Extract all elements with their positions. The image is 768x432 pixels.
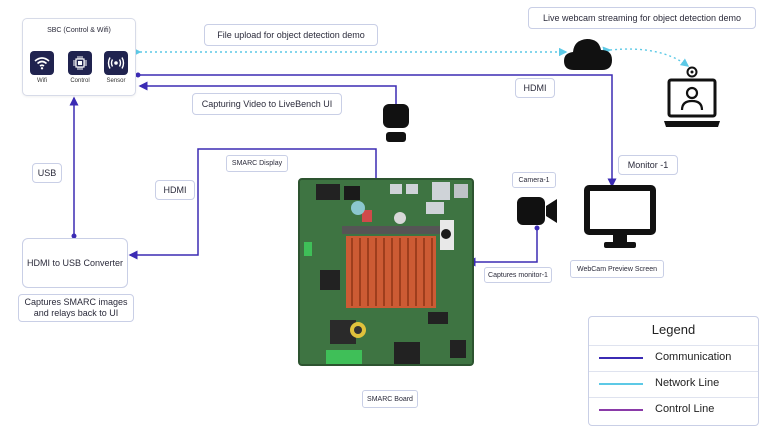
- sbc-item-label: Control: [70, 78, 90, 84]
- user-laptop-icon: [664, 66, 720, 127]
- board-image: [298, 178, 474, 366]
- sbc-item-label: Sensor: [106, 78, 126, 84]
- sbc-item-sensor: Sensor: [103, 51, 129, 84]
- communication-line-sbc-monitor: [136, 74, 617, 188]
- usb-label: USB: [32, 163, 62, 183]
- sbc-title: SBC (Control & Wifi): [47, 27, 111, 34]
- captures-monitor-label: Captures monitor-1: [484, 267, 552, 283]
- cloud-icon: [564, 39, 612, 70]
- sbc-item-label: Wifi: [37, 78, 47, 84]
- hdmi-label-left: HDMI: [155, 180, 195, 200]
- legend-title: Legend: [651, 322, 696, 337]
- legend-swatch: [599, 357, 643, 359]
- legend-label: Network Line: [655, 377, 720, 389]
- video-camera-icon: [517, 197, 557, 225]
- legend-label: Communication: [655, 351, 732, 363]
- camera-label: Camera-1: [512, 172, 556, 188]
- wifi-icon: [30, 51, 54, 75]
- network-line-cloud-webcam: [602, 46, 690, 67]
- file-upload-label: File upload for object detection demo: [204, 24, 378, 46]
- legend-label: Control Line: [655, 403, 715, 415]
- communication-line-camera-sbc: [138, 81, 397, 108]
- hdmi-label-right: HDMI: [515, 78, 555, 98]
- captures-smarc-label: Captures SMARC images and relays back to…: [18, 294, 134, 322]
- hdmi-usb-converter-box: HDMI to USB Converter: [22, 238, 128, 288]
- communication-line-camera-board: [466, 228, 538, 267]
- webcam-preview-label: WebCam Preview Screen: [570, 260, 664, 278]
- legend-item: Control Line: [589, 397, 758, 423]
- legend-swatch: [599, 383, 643, 385]
- legend-item: Communication: [589, 345, 758, 371]
- sbc-box: SBC (Control & Wifi) Wifi Control: [22, 18, 136, 96]
- smarc-display-label: SMARC Display: [226, 155, 288, 172]
- monitor-icon: [584, 185, 656, 248]
- sbc-item-wifi: Wifi: [29, 51, 55, 84]
- sbc-item-control: Control: [67, 51, 93, 84]
- webcam-streaming-label: Live webcam streaming for object detecti…: [528, 7, 756, 29]
- camera-device-icon: [383, 104, 409, 142]
- capturing-video-label: Capturing Video to LiveBench UI: [192, 93, 342, 115]
- monitor-label: Monitor -1: [618, 155, 678, 175]
- legend-swatch: [599, 409, 643, 411]
- legend: Legend Communication Network Line Contro…: [588, 316, 759, 426]
- smarc-board-label: SMARC Board: [362, 390, 418, 408]
- legend-item: Network Line: [589, 371, 758, 397]
- communication-line-smarc-display: [128, 148, 377, 260]
- sensor-icon: [104, 51, 128, 75]
- chip-icon: [68, 51, 92, 75]
